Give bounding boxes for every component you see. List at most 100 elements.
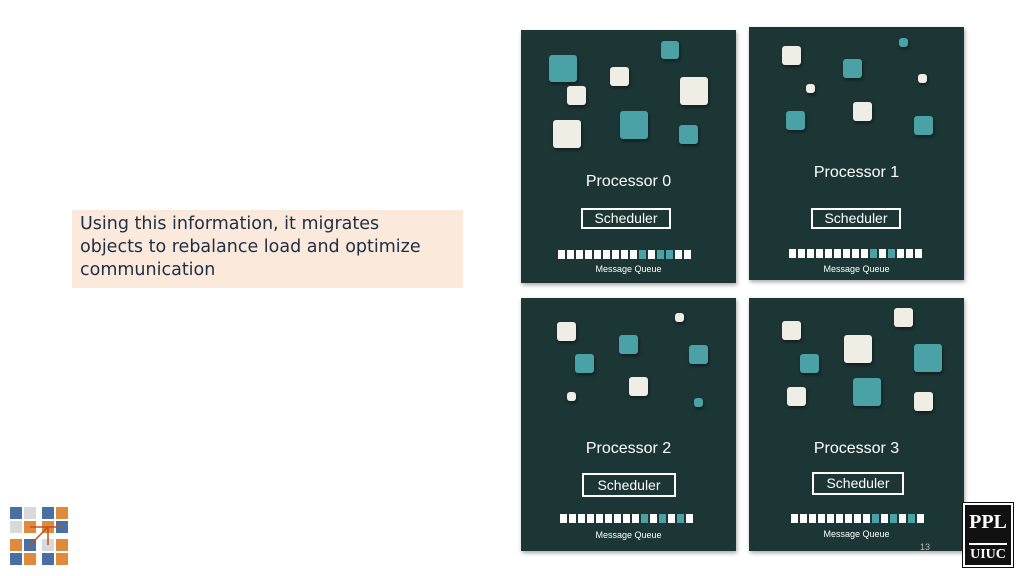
queue-message-cell [845,514,852,523]
queue-message-cell [843,249,850,258]
queue-message-cell [872,514,879,523]
object-square [567,86,586,105]
queue-message-cell [668,514,675,523]
queue-message-cell [798,249,805,258]
queue-message-cell [576,250,583,259]
queue-message-cell [906,249,913,258]
message-queue-label: Message Queue [823,264,890,274]
queue-message-cell [639,250,646,259]
queue-message-cell [585,250,592,259]
message-queue-label: Message Queue [595,530,662,540]
message-queue-label: Message Queue [823,529,890,539]
queue-message-cell [852,249,859,258]
object-square [853,102,872,121]
queue-message-cell [621,250,628,259]
queue-message-cell [863,514,870,523]
queue-message-cell [908,514,915,523]
object-square [853,378,881,406]
queue-message-cell [612,250,619,259]
queue-message-cell [899,514,906,523]
object-square [575,354,594,373]
queue-message-cell [594,250,601,259]
queue-message-cell [686,514,693,523]
object-square [786,111,805,130]
queue-message-cell [630,250,637,259]
queue-message-cell [915,249,922,258]
charm-grid-logo-icon [8,505,70,567]
queue-message-cell [650,514,657,523]
queue-message-cell [870,249,877,258]
queue-message-cell [789,249,796,258]
processor-title: Processor 1 [813,164,900,181]
object-square [914,392,933,411]
queue-message-cell [596,514,603,523]
object-square [782,46,801,65]
queue-message-cell [854,514,861,523]
page-number: 13 [920,542,931,552]
object-square [843,59,862,78]
object-square [694,398,703,407]
message-queue [789,249,922,258]
object-square [914,116,933,135]
queue-message-cell [684,250,691,259]
callout-box: Using this information, it migrates obje… [72,210,463,288]
object-square [661,41,679,59]
queue-message-cell [791,514,798,523]
queue-message-cell [677,514,684,523]
queue-message-cell [558,250,565,259]
scheduler-box: Scheduler [581,208,671,229]
queue-message-cell [888,249,895,258]
object-square [894,308,913,327]
message-queue [558,250,691,259]
queue-message-cell [659,514,666,523]
queue-message-cell [675,250,682,259]
queue-message-cell [917,514,924,523]
queue-message-cell [657,250,664,259]
queue-message-cell [825,249,832,258]
queue-message-cell [818,514,825,523]
queue-message-cell [809,514,816,523]
queue-message-cell [816,249,823,258]
processor-title: Processor 2 [585,440,672,457]
processor-panel-0: Processor 0 Scheduler Message Queue [521,30,736,283]
queue-message-cell [666,250,673,259]
queue-message-cell [836,514,843,523]
object-square [679,125,698,144]
object-square [610,67,629,86]
object-square [619,335,638,354]
scheduler-box: Scheduler [812,472,904,495]
object-square [680,77,708,105]
object-square [787,387,806,406]
queue-message-cell [569,514,576,523]
queue-message-cell [632,514,639,523]
object-square [567,392,576,401]
ppl-uiuc-logo: PPL UIUC [962,502,1014,568]
processor-panel-2: Processor 2 Scheduler Message Queue [521,298,736,551]
object-square [918,74,927,83]
queue-message-cell [560,514,567,523]
object-square [800,354,819,373]
message-queue [791,514,924,523]
queue-message-cell [861,249,868,258]
queue-message-cell [567,250,574,259]
message-queue [560,514,693,523]
object-square [689,345,708,364]
object-square [782,321,801,340]
queue-message-cell [879,249,886,258]
object-square [675,313,684,322]
queue-message-cell [800,514,807,523]
scheduler-box: Scheduler [582,473,676,497]
queue-message-cell [605,514,612,523]
processor-title: Processor 3 [813,440,900,457]
queue-message-cell [807,249,814,258]
object-square [914,344,942,372]
queue-message-cell [834,249,841,258]
object-square [549,55,577,82]
queue-message-cell [890,514,897,523]
queue-message-cell [897,249,904,258]
ppl-logo-top: PPL [969,511,1007,533]
processor-title: Processor 0 [585,173,672,190]
processor-panel-3: Processor 3 Scheduler Message Queue [749,298,964,551]
callout-text: Using this information, it migrates obje… [80,214,421,280]
queue-message-cell [827,514,834,523]
